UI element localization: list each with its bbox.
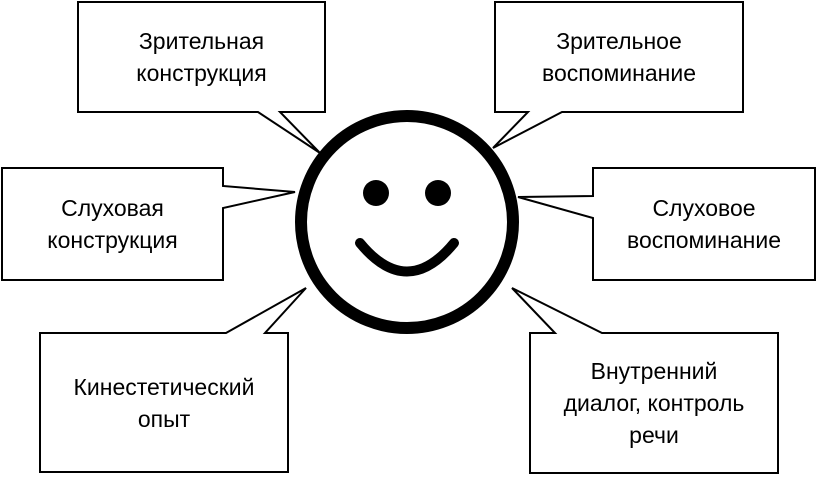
callout-auditory-memory-shape <box>517 167 816 281</box>
label-line: Зрительная <box>138 28 265 54</box>
smiley-face-icon <box>295 110 519 334</box>
callout-visual-construction-shape <box>77 1 326 154</box>
smile-mouth <box>355 238 459 277</box>
callout-visual-memory-shape <box>492 1 744 149</box>
label-line: Слуховое <box>652 195 756 221</box>
label-auditory-memory: Слуховое воспоминание <box>593 168 815 280</box>
label-kinesthetic: Кинестетический опыт <box>40 333 288 472</box>
right-eye <box>425 180 451 206</box>
label-line: воспоминание <box>627 227 781 253</box>
label-line: Внутренний <box>590 358 718 384</box>
callout-kinesthetic-shape <box>39 287 307 473</box>
label-visual-construction: Зрительная конструкция <box>78 2 325 112</box>
label-line: конструкция <box>47 227 178 253</box>
callout-auditory-construction-shape <box>1 167 296 281</box>
label-line: Кинестетический <box>73 373 255 400</box>
face-outline <box>295 110 519 334</box>
label-line: речи <box>629 422 679 448</box>
label-visual-memory: Зрительное воспоминание <box>495 2 743 112</box>
left-eye <box>363 180 389 206</box>
label-line: Зрительное <box>556 28 682 54</box>
label-internal-dialogue: Внутренний диалог, контроль речи <box>530 333 778 473</box>
label-auditory-construction: Слуховая конструкция <box>2 168 223 280</box>
callout-internal-dialogue-shape <box>511 287 779 474</box>
label-line: воспоминание <box>542 60 696 86</box>
label-line: диалог, контроль <box>563 390 745 416</box>
label-line: Слуховая <box>61 195 164 221</box>
label-line: конструкция <box>136 60 267 86</box>
label-line: опыт <box>137 405 191 432</box>
